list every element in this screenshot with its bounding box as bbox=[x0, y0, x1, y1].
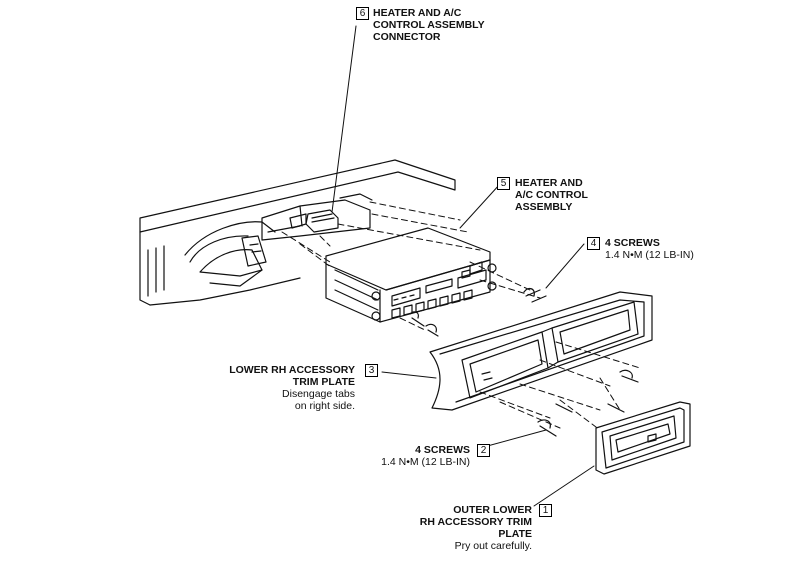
callout-5-title-line: A/C CONTROL bbox=[515, 189, 588, 201]
heater-ac-control-assembly bbox=[325, 227, 497, 323]
callout-1-title-line: OUTER LOWER bbox=[453, 504, 532, 516]
callout-5-title-line: HEATER AND bbox=[515, 177, 583, 189]
screws-lower-4 bbox=[537, 369, 639, 437]
callout-4-text: 4 SCREWS 1.4 N•M (12 LB-IN) bbox=[605, 237, 694, 261]
callout-number-4: 4 bbox=[587, 237, 600, 250]
callout-5-title: HEATER AND A/C CONTROL ASSEMBLY bbox=[515, 177, 588, 213]
callout-3-text: LOWER RH ACCESSORY TRIM PLATE Disengage … bbox=[192, 364, 355, 412]
callout-3-title-line: LOWER RH ACCESSORY bbox=[229, 364, 355, 376]
lower-rh-accessory-trim-plate bbox=[429, 291, 653, 411]
callout-number-5: 5 bbox=[497, 177, 510, 190]
alignment-dashes-upper bbox=[281, 201, 541, 331]
callout-number-3: 3 bbox=[365, 364, 378, 377]
control-assembly-connector bbox=[289, 209, 339, 233]
callout-1-title-line: RH ACCESSORY TRIM bbox=[419, 516, 532, 528]
leader-lines bbox=[331, 25, 595, 507]
screws-upper-4 bbox=[409, 287, 547, 337]
callout-3-title-line: TRIM PLATE bbox=[292, 376, 355, 388]
callout-3-note-line: on right side. bbox=[294, 400, 355, 412]
callout-4-title: 4 SCREWS bbox=[605, 237, 660, 249]
callout-2-text: 4 SCREWS 1.4 N•M (12 LB-IN) bbox=[340, 444, 470, 468]
alignment-dashes-lower bbox=[479, 341, 641, 431]
callout-6-title-line: CONNECTOR bbox=[373, 31, 441, 43]
callout-1-text: OUTER LOWER RH ACCESSORY TRIM PLATE Pry … bbox=[370, 504, 532, 552]
callout-number-6: 6 bbox=[356, 7, 369, 20]
callout-1-title-line: PLATE bbox=[498, 528, 532, 540]
instrument-panel bbox=[139, 159, 456, 306]
callout-1-note-line: Pry out carefully. bbox=[454, 540, 532, 552]
callout-2-title: 4 SCREWS bbox=[415, 444, 470, 456]
callout-6-title-line: CONTROL ASSEMBLY bbox=[373, 19, 485, 31]
callout-number-1: 1 bbox=[539, 504, 552, 517]
callout-2-note: 1.4 N•M (12 LB-IN) bbox=[381, 456, 470, 468]
callout-6-title-line: HEATER AND A/C bbox=[373, 7, 462, 19]
outer-lower-rh-accessory-trim-plate bbox=[595, 401, 691, 475]
callout-3-note-line: Disengage tabs bbox=[282, 388, 355, 400]
callout-number-2: 2 bbox=[477, 444, 490, 457]
callout-6-title: HEATER AND A/C CONTROL ASSEMBLY CONNECTO… bbox=[373, 7, 485, 43]
callout-4-note: 1.4 N•M (12 LB-IN) bbox=[605, 249, 694, 261]
callout-5-title-line: ASSEMBLY bbox=[515, 201, 573, 213]
